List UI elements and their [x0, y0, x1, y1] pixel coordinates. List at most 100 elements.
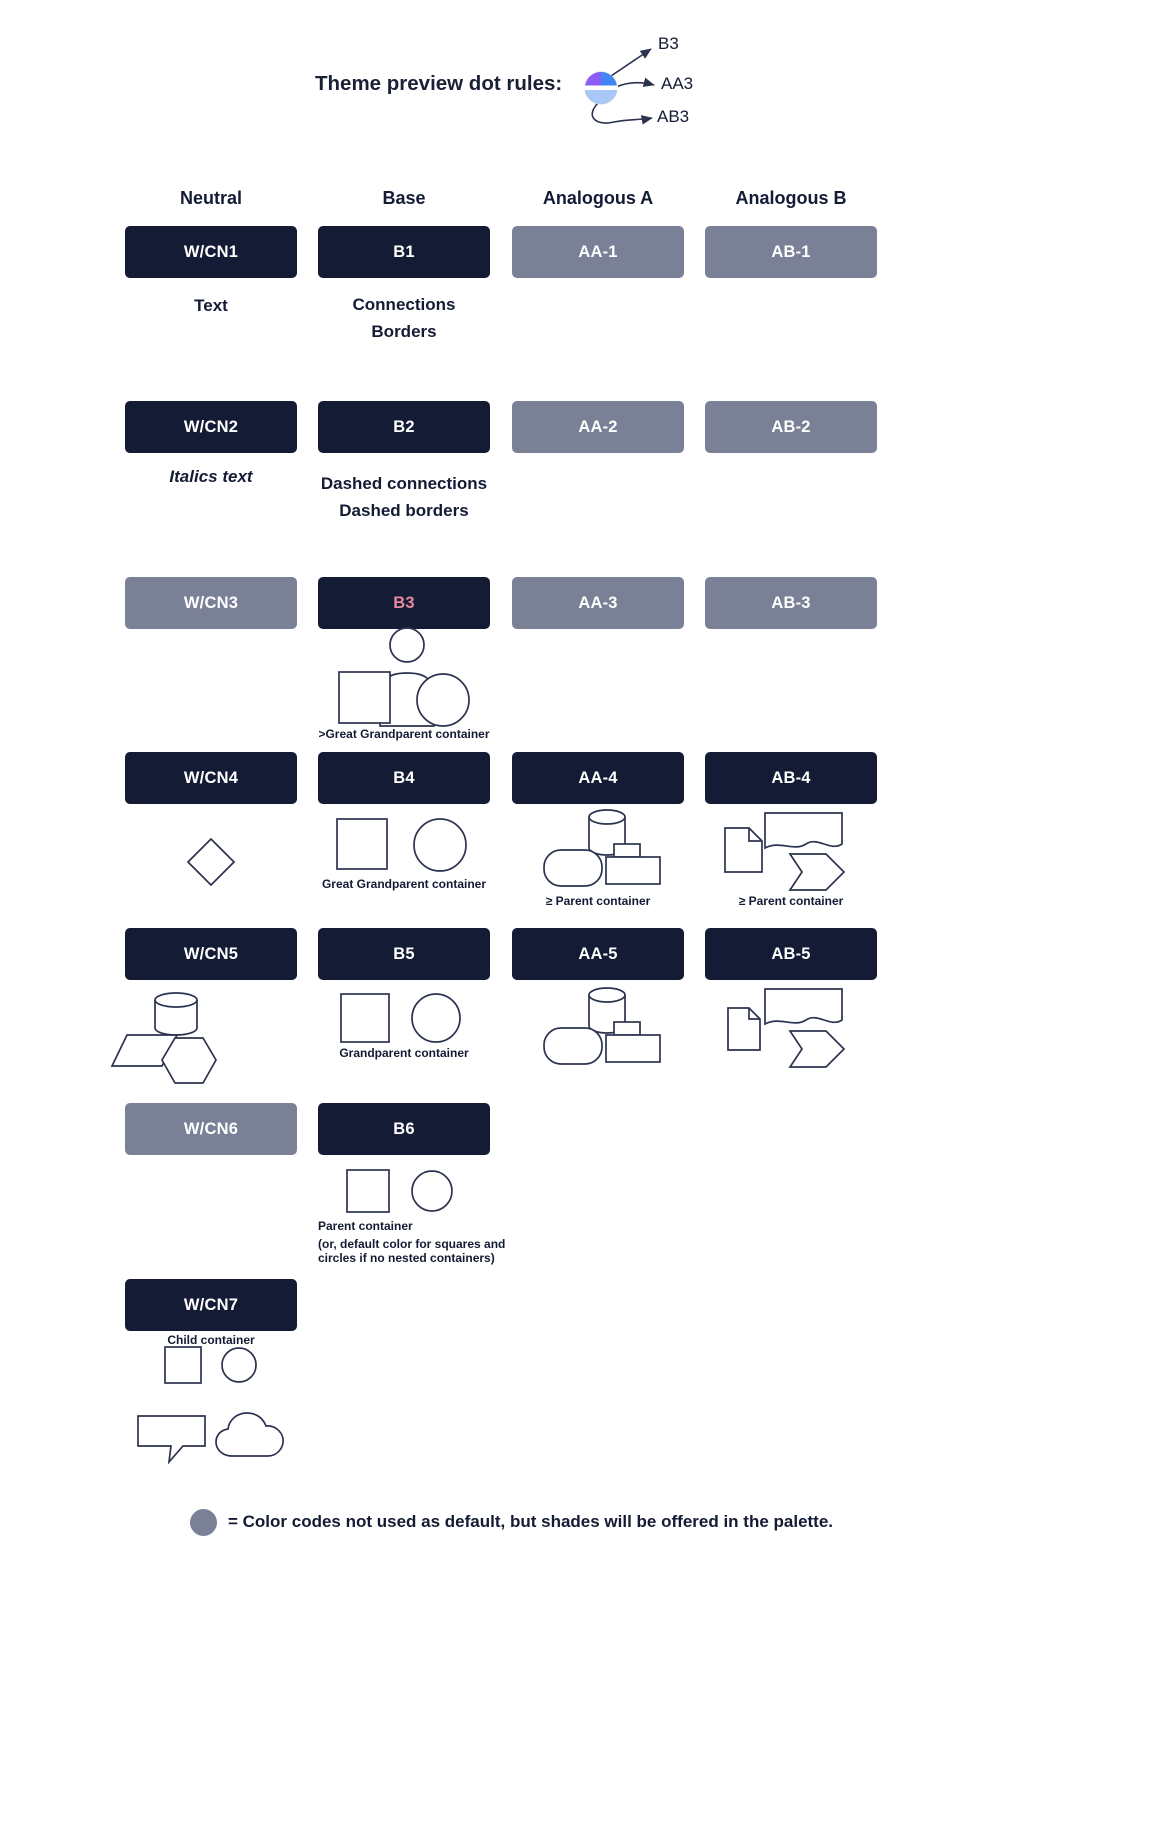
swatch-ab1[interactable]: AB-1 [705, 226, 877, 278]
wcn7-shape-group-2 [137, 1412, 284, 1465]
square-icon [336, 818, 388, 870]
document-fold-icon [748, 828, 762, 842]
square-icon [340, 993, 390, 1043]
swatch-ab5[interactable]: AB-5 [705, 928, 877, 980]
wave-icon [764, 988, 843, 1026]
cloud-icon [215, 1412, 284, 1457]
diamond-icon [187, 838, 235, 886]
swatch-ab3-label: AB-3 [771, 593, 811, 612]
swatch-wcn2-label: W/CN2 [183, 417, 239, 436]
swatch-wcn3-label: W/CN3 [183, 593, 239, 612]
stadium-icon [543, 849, 603, 887]
swatch-b3-label: B3 [393, 593, 415, 612]
person-head-icon [389, 627, 425, 663]
swatch-aa2-label: AA-2 [578, 417, 618, 436]
cylinder-top-icon [588, 809, 626, 825]
swatch-b1[interactable]: B1 [318, 226, 490, 278]
swatch-b5[interactable]: B5 [318, 928, 490, 980]
circle-icon [413, 818, 467, 872]
caption-italics-text: Italics text [169, 467, 253, 486]
page-title: Theme preview dot rules: [315, 72, 563, 95]
swatch-wcn1[interactable]: W/CN1 [125, 226, 297, 278]
b6-shape-group [346, 1169, 453, 1213]
caption-borders: Borders [371, 322, 437, 341]
swatch-b2[interactable]: B2 [318, 401, 490, 453]
circle-icon [411, 1170, 453, 1212]
square-icon [338, 671, 391, 724]
speech-bubble-icon [137, 1415, 206, 1465]
swatch-aa5-label: AA-5 [578, 944, 618, 963]
swatch-wcn2[interactable]: W/CN2 [125, 401, 297, 453]
frame-tab-icon [613, 843, 641, 858]
swatch-wcn7-label: W/CN7 [183, 1295, 239, 1314]
frame-icon [605, 856, 661, 885]
theme-preview-dot-icon [584, 71, 618, 105]
b3-shape-group [338, 627, 470, 727]
swatch-b6[interactable]: B6 [318, 1103, 490, 1155]
swatch-wcn4-label: W/CN4 [183, 768, 239, 787]
caption-text: Text [194, 296, 228, 315]
swatch-b4[interactable]: B4 [318, 752, 490, 804]
swatch-ab4[interactable]: AB-4 [705, 752, 877, 804]
dot-arrow-label-ab3: AB3 [657, 107, 690, 126]
swatch-aa4-label: AA-4 [578, 768, 618, 787]
theme-dot-diagram [584, 48, 655, 125]
chevron-icon [788, 853, 846, 891]
parallelogram-icon [110, 1034, 179, 1067]
swatch-aa3[interactable]: AA-3 [512, 577, 684, 629]
caption-dashed-borders: Dashed borders [339, 501, 469, 520]
swatch-ab5-label: AB-5 [771, 944, 811, 963]
ab5-shape-group [727, 988, 846, 1068]
swatch-aa4[interactable]: AA-4 [512, 752, 684, 804]
aa5-shape-group [543, 987, 661, 1065]
column-header-analogous-b: Analogous B [735, 188, 847, 208]
square-icon [164, 1346, 202, 1384]
circle-icon [221, 1347, 257, 1383]
cylinder-top-icon [588, 987, 626, 1003]
swatch-b3[interactable]: B3 [318, 577, 490, 629]
swatch-wcn3[interactable]: W/CN3 [125, 577, 297, 629]
swatch-b5-label: B5 [393, 944, 415, 963]
document-icon [724, 827, 763, 873]
b5-shape-group [340, 993, 461, 1043]
legend-dot-icon [190, 1509, 217, 1536]
dot-arrow-label-b3: B3 [658, 34, 679, 53]
swatch-aa2[interactable]: AA-2 [512, 401, 684, 453]
swatch-aa1[interactable]: AA-1 [512, 226, 684, 278]
circle-icon [416, 673, 470, 727]
column-header-analogous-a: Analogous A [542, 188, 654, 208]
stadium-icon [543, 1027, 603, 1065]
caption-great-grandparent-b3: >Great Grandparent container [318, 727, 490, 741]
swatch-aa5[interactable]: AA-5 [512, 928, 684, 980]
swatch-wcn5[interactable]: W/CN5 [125, 928, 297, 980]
swatch-ab3[interactable]: AB-3 [705, 577, 877, 629]
caption-dashed-connections: Dashed connections [320, 474, 488, 493]
swatch-wcn7[interactable]: W/CN7 [125, 1279, 297, 1331]
swatch-ab2[interactable]: AB-2 [705, 401, 877, 453]
arrow-to-aa3-icon [615, 77, 655, 88]
swatch-wcn4[interactable]: W/CN4 [125, 752, 297, 804]
swatch-aa3-label: AA-3 [578, 593, 618, 612]
hexagon-icon [161, 1037, 217, 1084]
caption-great-grandparent-b4: Great Grandparent container [321, 877, 487, 891]
caption-child-container: Child container [167, 1333, 255, 1347]
swatch-wcn1-label: W/CN1 [183, 242, 239, 261]
swatch-wcn6[interactable]: W/CN6 [125, 1103, 297, 1155]
swatch-wcn5-label: W/CN5 [183, 944, 239, 963]
swatch-ab4-label: AB-4 [771, 768, 811, 787]
swatch-b2-label: B2 [393, 417, 415, 436]
document-fold-icon [748, 1008, 760, 1020]
wave-icon [764, 812, 843, 850]
circle-icon [411, 993, 461, 1043]
swatch-b4-label: B4 [393, 768, 415, 787]
caption-grandparent-b5: Grandparent container [339, 1046, 469, 1060]
swatch-ab2-label: AB-2 [771, 417, 811, 436]
wcn5-shape-group [110, 992, 217, 1084]
dot-arrow-label-aa3: AA3 [661, 74, 694, 93]
cylinder-top-icon [154, 992, 198, 1008]
wcn4-shape-group [187, 838, 235, 886]
swatch-aa1-label: AA-1 [578, 242, 618, 261]
wcn7-shape-group-1 [164, 1346, 257, 1384]
caption-connections: Connections [352, 295, 456, 314]
frame-icon [605, 1034, 661, 1063]
